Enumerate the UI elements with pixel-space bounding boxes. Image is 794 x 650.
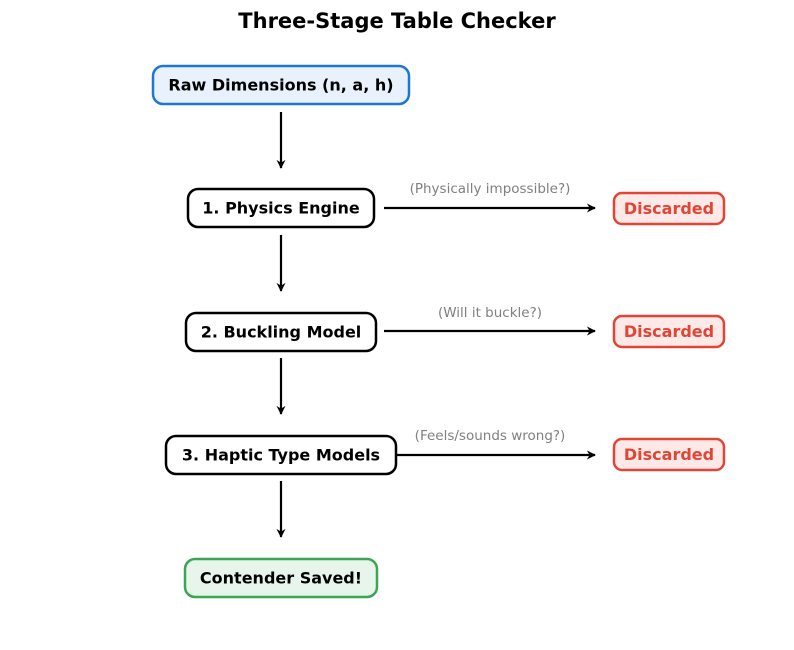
node-discarded-3: Discarded	[612, 437, 726, 472]
diagram-title: Three-Stage Table Checker	[238, 9, 556, 33]
node-contender-saved-label: Contender Saved!	[200, 569, 362, 588]
node-buckling-model: 2. Buckling Model	[184, 311, 378, 353]
node-contender-saved: Contender Saved!	[183, 557, 379, 599]
node-haptic-type-models: 3. Haptic Type Models	[164, 434, 398, 476]
edge-label-physics-fail: (Physically impossible?)	[410, 181, 571, 197]
node-discarded-1: Discarded	[612, 191, 726, 226]
edge-label-haptic-fail: (Feels/sounds wrong?)	[415, 428, 566, 444]
node-physics-engine: 1. Physics Engine	[186, 187, 376, 229]
node-physics-engine-label: 1. Physics Engine	[202, 199, 360, 218]
node-discarded-1-label: Discarded	[624, 199, 714, 218]
node-raw-dimensions-label: Raw Dimensions (n, a, h)	[168, 76, 393, 95]
node-discarded-2: Discarded	[612, 314, 726, 349]
node-discarded-2-label: Discarded	[624, 322, 714, 341]
horizontal-arrows	[384, 203, 596, 460]
node-haptic-type-models-label: 3. Haptic Type Models	[182, 446, 380, 465]
node-discarded-3-label: Discarded	[624, 445, 714, 464]
node-buckling-model-label: 2. Buckling Model	[201, 323, 362, 342]
node-raw-dimensions: Raw Dimensions (n, a, h)	[151, 64, 411, 106]
edge-label-buckling-fail: (Will it buckle?)	[438, 305, 542, 321]
